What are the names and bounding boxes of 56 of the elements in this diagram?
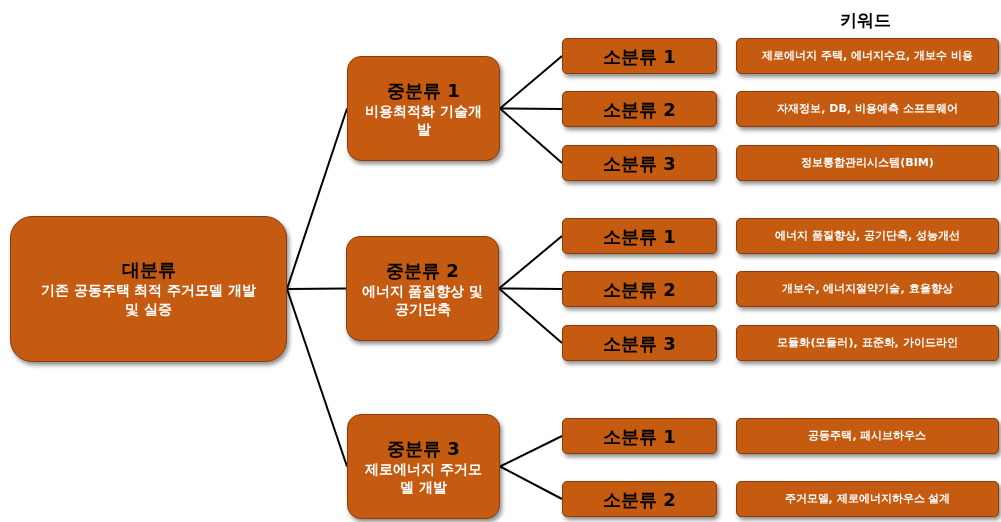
connector-line [499, 465, 563, 500]
box-text: 에너지 품질향상 및 공기단축 [360, 281, 485, 318]
keyword-box [736, 218, 999, 254]
item-box [562, 481, 717, 517]
connector-line [498, 287, 563, 344]
item-box [562, 38, 717, 74]
column-heading: 키워드 [840, 9, 891, 32]
item-box [562, 91, 717, 127]
box-text: 소분류 1 [603, 224, 676, 249]
box-text: 소분류 2 [603, 487, 676, 512]
connector-line [499, 55, 563, 110]
box-text: 제로에너지 주택, 에너지수요, 개보수 비용 [762, 47, 973, 64]
box-heading: 중분류 2 [386, 259, 459, 282]
item-box [562, 218, 717, 254]
subcategory-box [347, 414, 500, 519]
box-text: 소분류 1 [603, 424, 676, 449]
connector-line [499, 107, 563, 164]
box-text: 기존 공동주택 최적 주거모델 개발 및 실증 [39, 281, 258, 319]
connector-line [499, 435, 563, 468]
keyword-box [736, 271, 999, 307]
box-text: 주거모델, 제로에너지하우스 설계 [784, 490, 951, 507]
subcategory-box [346, 236, 499, 341]
box-text: 소분류 3 [603, 331, 676, 356]
keyword-box [736, 418, 999, 454]
keyword-box [736, 481, 999, 517]
connector-line [499, 107, 563, 110]
box-text: 소분류 1 [603, 44, 676, 69]
box-text: 공동주택, 패시브하우스 [808, 427, 927, 444]
connector-line [286, 107, 348, 290]
box-text: 자재정보, DB, 비용예측 소프트웨어 [777, 100, 958, 117]
box-text: 소분류 3 [603, 151, 676, 176]
box-text: 소분류 2 [603, 277, 676, 302]
item-box [562, 145, 717, 181]
box-text: 모듈화(모듈러), 표준화, 가이드라인 [777, 334, 958, 351]
item-box [562, 418, 717, 454]
box-heading: 중분류 1 [387, 79, 460, 102]
connector-line [286, 288, 348, 468]
keyword-box [736, 145, 999, 181]
keyword-box [736, 325, 999, 361]
category-box [10, 216, 287, 362]
box-heading: 중분류 3 [387, 437, 460, 460]
keyword-box [736, 91, 999, 127]
box-text: 에너지 품질향상, 공기단축, 성능개선 [775, 227, 960, 244]
connector-line [498, 235, 563, 290]
connector-line [286, 287, 347, 290]
box-text: 정보통합관리시스템(BIM) [801, 154, 934, 171]
box-text: 비용최적화 기술개발 [364, 101, 483, 138]
keyword-box [736, 38, 999, 74]
box-text: 소분류 2 [603, 97, 676, 122]
item-box [562, 325, 717, 361]
item-box [562, 271, 717, 307]
subcategory-box [347, 56, 500, 161]
box-heading: 대분류 [121, 259, 176, 281]
connector-line [498, 287, 563, 290]
box-text: 개보수, 에너지절약기술, 효율향상 [782, 280, 953, 297]
box-text: 제로에너지 주거모델 개발 [364, 459, 483, 496]
